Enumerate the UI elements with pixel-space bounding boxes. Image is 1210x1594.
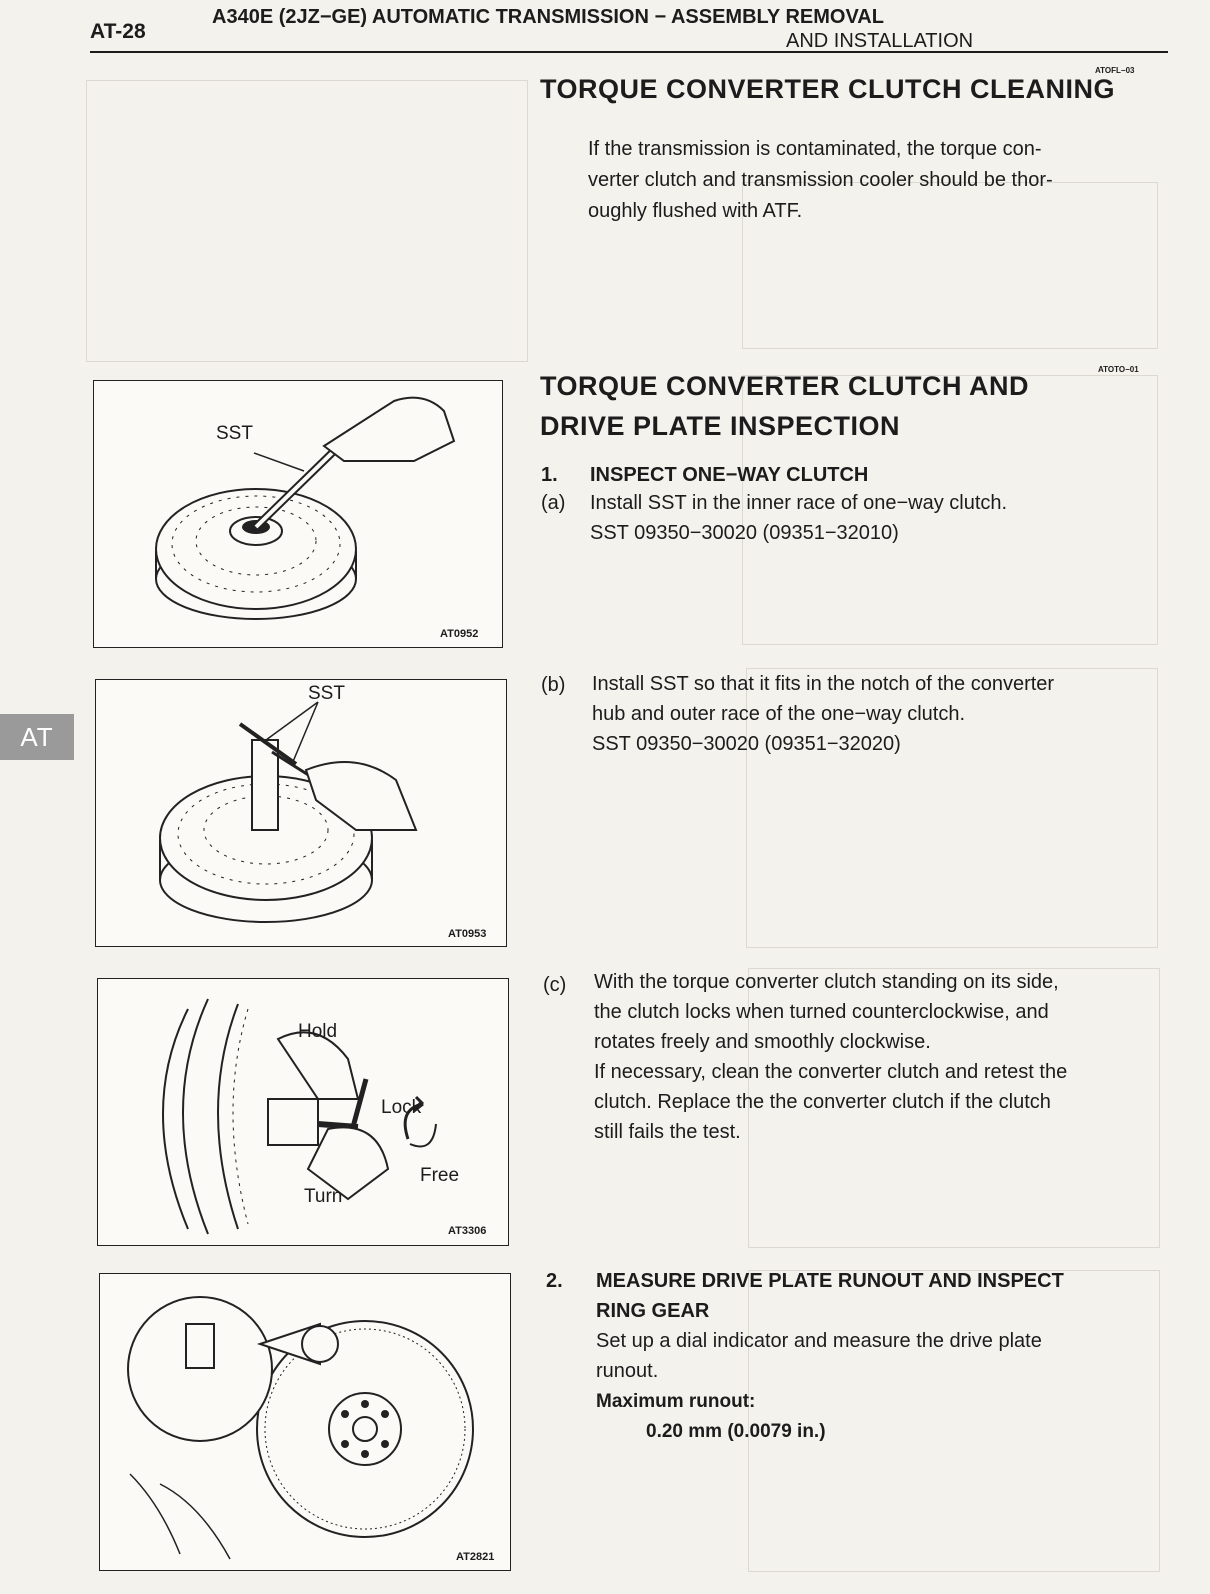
bleed-through-panel [748,1270,1160,1572]
step-title: INSPECT ONE−WAY CLUTCH [590,464,869,486]
body-line: If necessary, clean the converter clutch… [594,1061,1068,1083]
body-line: With the torque converter clutch standin… [594,971,1059,993]
body-line: rotates freely and smoothly clockwise. [594,1031,931,1053]
free-callout: Free [420,1165,460,1186]
section-code: ATOTO−01 [1098,365,1139,374]
section-heading: TORQUE CONVERTER CLUTCH CLEANING [540,74,1116,104]
substep-label: (a) [541,492,566,514]
body-line: oughly flushed with ATF. [588,200,803,222]
section-heading-line2: DRIVE PLATE INSPECTION [540,411,901,441]
figure-code: AT0952 [440,628,479,640]
sst-number: SST 09350−30020 (09351−32010) [590,522,899,544]
bleed-through-panel [742,182,1158,349]
lock-callout: Lock [381,1097,422,1118]
step-body: runout. [596,1360,659,1382]
figure-one-way-clutch-test: Hold Lock Free Turn AT3306 [97,978,509,1246]
page-number: AT-28 [90,20,146,43]
figure-sst-notch: SST AT0953 [95,679,507,947]
body-line: the clutch locks when turned countercloc… [594,1001,1049,1023]
spec-label: Maximum runout: [596,1391,756,1412]
sst-callout: SST [308,683,345,704]
substep-label: (b) [541,674,566,696]
substep-text: Install SST in the inner race of one−way… [590,492,1008,514]
bleed-through-panel [742,375,1158,645]
header-rule [90,51,1168,53]
torque-converter-illustration [155,396,456,620]
figure-code: AT3306 [448,1225,487,1237]
bleed-through-panel [86,80,528,362]
figure-code: AT2821 [456,1551,495,1563]
substep-label: (c) [543,974,567,996]
body-line: If the transmission is contaminated, the… [588,138,1042,160]
drive-plate-illustration [127,1296,474,1560]
substep-text: Install SST so that it fits in the notch… [592,673,1055,695]
substep-text: hub and outer race of the one−way clutch… [592,703,966,725]
page-header-title-line2: AND INSTALLATION [786,30,974,52]
clutch-rotation-illustration [162,998,437,1235]
bleed-through-panel [746,668,1158,948]
substep-text-block: With the torque converter clutch standin… [594,967,1164,1147]
sst-number: SST 09350−30020 (09351−32020) [592,733,901,755]
torque-converter-illustration [159,701,418,923]
section-code: ATOFL−03 [1095,66,1135,75]
step-title-line2: RING GEAR [596,1300,710,1322]
hold-callout: Hold [298,1021,338,1042]
page-header-title: A340E (2JZ−GE) AUTOMATIC TRANSMISSION − … [212,6,884,28]
bleed-through-panel [748,968,1160,1248]
step-number: 2. [546,1270,563,1292]
step-title: MEASURE DRIVE PLATE RUNOUT AND INSPECT [596,1270,1064,1292]
body-line: clutch. Replace the the converter clutch… [594,1091,1051,1113]
body-line: still fails the test. [594,1121,741,1143]
section-heading-line1: TORQUE CONVERTER CLUTCH AND [540,371,1030,401]
step-number: 1. [541,464,558,486]
sst-callout: SST [216,423,253,444]
spec-value: 0.20 mm (0.0079 in.) [646,1421,826,1442]
turn-callout: Turn [304,1186,343,1207]
figure-sst-inner-race: SST AT0952 [93,380,503,648]
section-tab: AT [0,714,74,760]
figure-drive-plate-runout: AT2821 [99,1273,511,1571]
body-line: verter clutch and transmission cooler sh… [588,169,1053,191]
figure-code: AT0953 [448,928,487,940]
step-body: Set up a dial indicator and measure the … [596,1330,1042,1352]
section1-body: If the transmission is contaminated, the… [588,134,1158,227]
